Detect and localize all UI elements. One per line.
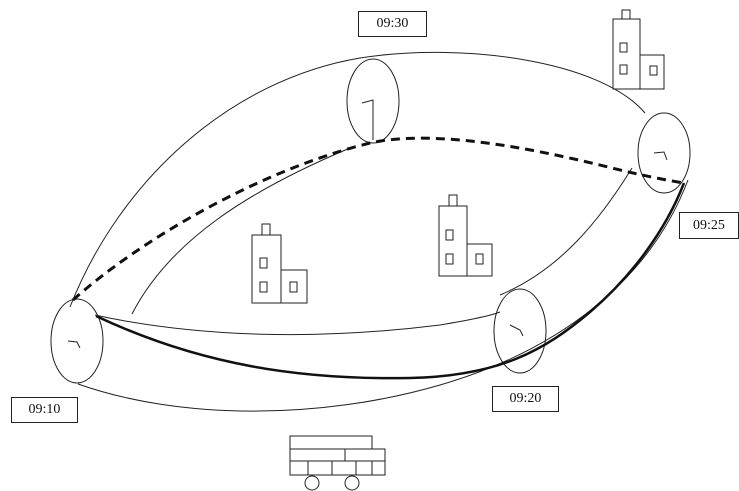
stop-ellipse-0930	[346, 58, 400, 144]
envelope-outer-bottom	[77, 179, 689, 412]
time-label-0925: 09:25	[679, 212, 739, 239]
building-icon	[438, 194, 493, 277]
clock-hand-0910	[67, 340, 81, 349]
clock-hand-0920	[509, 324, 524, 337]
envelope-inner-left	[131, 147, 351, 315]
time-label-0920: 09:20	[492, 386, 559, 412]
time-label-0910: 09:10	[11, 397, 78, 423]
time-label-0930: 09:30	[358, 11, 427, 37]
building-icon	[612, 9, 665, 90]
clock-hand-0930	[361, 99, 374, 140]
clock-hand-0925	[653, 151, 668, 161]
building-icon	[251, 223, 308, 304]
vehicle-icon	[289, 435, 386, 491]
stop-ellipse-0910	[50, 298, 104, 384]
envelope-inner-right	[499, 167, 633, 296]
stop-ellipse-0925	[637, 112, 691, 194]
stop-ellipse-0920	[493, 288, 547, 374]
envelope-outer-top	[69, 51, 646, 308]
envelope-inner-bottom	[94, 311, 501, 336]
route-dashed	[71, 136, 685, 302]
route-solid	[95, 182, 686, 380]
